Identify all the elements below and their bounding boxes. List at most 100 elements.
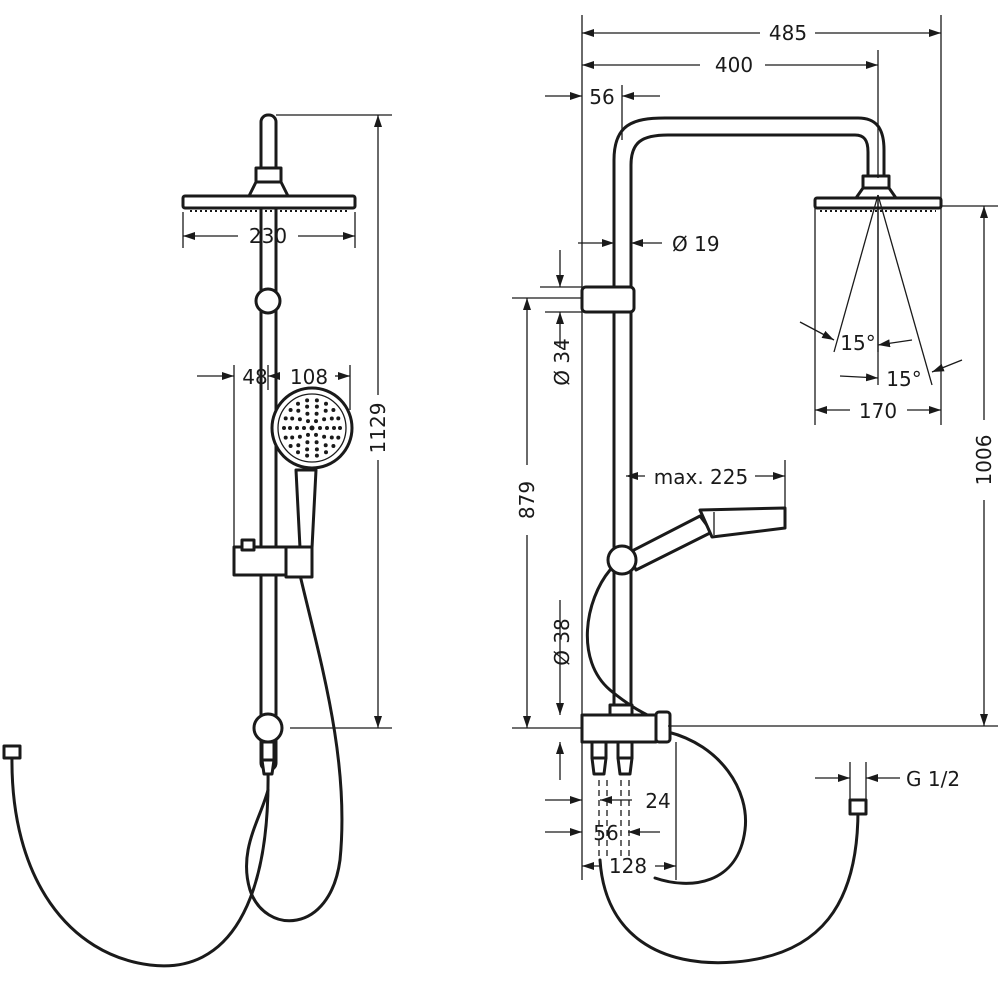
nozzle-dot: [336, 435, 341, 440]
nozzle-dot: [324, 401, 328, 406]
nozzle-dot: [288, 408, 293, 412]
front-hand-shower-handle: [294, 468, 318, 550]
nozzle-dot: [305, 404, 310, 409]
nozzle-dot: [331, 408, 336, 412]
nozzle-dot: [306, 432, 310, 437]
nozzle-dot: [325, 426, 329, 430]
side-upper-holder: [580, 285, 636, 314]
side-shower-hose: [653, 730, 748, 885]
front-hose-end-fitting: [2, 744, 22, 760]
front-rain-shower-head: [181, 194, 357, 210]
nozzle-dot: [305, 440, 310, 445]
side-mixer-knob: [654, 710, 672, 744]
nozzle-dot: [305, 447, 310, 452]
front-holder-clip: [240, 538, 256, 552]
side-dim-56-top: 56: [589, 85, 614, 109]
side-connector-right: [616, 740, 634, 760]
front-dim-1129: 1129: [366, 403, 390, 454]
nozzle-dot: [302, 426, 306, 430]
side-dim-485: 485: [769, 21, 807, 45]
side-hose-end-fitting: [848, 798, 868, 816]
side-riser-and-arm: [612, 116, 886, 714]
nozzle-dot: [314, 411, 319, 416]
front-dim-108: 108: [290, 365, 328, 389]
side-dim-pipe-diameter: Ø 19: [672, 232, 720, 256]
side-hand-shower-hose: [585, 568, 670, 727]
side-hand-shower-head: [698, 506, 787, 539]
nozzle-dot: [314, 453, 319, 458]
nozzle-dot: [295, 426, 299, 430]
front-hand-shower-face: [277, 393, 347, 463]
nozzle-dot: [322, 434, 327, 439]
side-dim-56-bottom: 56: [593, 821, 618, 845]
nozzle-dot: [305, 398, 310, 403]
side-mixer-top: [608, 703, 634, 717]
side-hand-shower-handle: [626, 514, 714, 572]
nozzle-dot: [305, 411, 310, 416]
nozzle-dot: [329, 435, 334, 440]
side-dim-spray-angle-2: 15°: [886, 367, 921, 391]
side-dim-holder-diameter: Ø 34: [550, 338, 574, 386]
nozzle-dot: [290, 416, 295, 421]
side-head-connector: [861, 174, 891, 190]
nozzle-dot: [322, 417, 327, 422]
nozzle-dot: [297, 434, 302, 439]
front-hand-shower-nozzles: [282, 398, 342, 458]
side-dim-spray-angle-1: 15°: [840, 331, 875, 355]
nozzle-dot: [296, 408, 301, 413]
side-slider-knob: [606, 544, 638, 576]
nozzle-dot: [296, 443, 301, 448]
side-view: 485 400 56 Ø 19 Ø 34 879 15° 15°: [512, 15, 998, 965]
nozzle-dot: [282, 426, 286, 430]
nozzle-dot: [283, 416, 288, 421]
front-mixer-knob: [252, 712, 284, 744]
nozzle-dot: [332, 426, 336, 430]
side-dim-thread: G 1/2: [906, 767, 960, 791]
side-dim-400: 400: [715, 53, 753, 77]
side-dim-mixer-diameter: Ø 38: [550, 618, 574, 666]
nozzle-dot: [318, 426, 322, 430]
nozzle-dot: [296, 450, 300, 455]
nozzle-dot: [314, 404, 319, 409]
front-holder-cup: [284, 545, 314, 579]
nozzle-dot: [314, 447, 319, 452]
side-dim-128: 128: [609, 854, 647, 878]
nozzle-dot: [331, 444, 336, 448]
nozzle-dot: [288, 444, 293, 448]
nozzle-dot: [305, 453, 310, 458]
side-connector-left: [590, 740, 608, 760]
nozzle-dot: [323, 408, 328, 413]
nozzle-dot: [306, 419, 310, 424]
nozzle-dot: [283, 435, 288, 440]
side-dim-1006: 1006: [972, 435, 996, 486]
nozzle-dot: [324, 450, 328, 455]
nozzle-dot: [288, 426, 292, 430]
front-hose-nut: [260, 758, 276, 776]
nozzle-dot: [329, 416, 334, 421]
nozzle-dot: [297, 417, 302, 422]
front-dim-48: 48: [242, 365, 267, 389]
side-riser-and-arm-inner: [629, 133, 870, 714]
front-hand-shower-hose: [245, 573, 344, 923]
front-head-connector: [254, 166, 283, 184]
nozzle-dot: [336, 416, 341, 421]
nozzle-dot: [314, 432, 318, 437]
nozzle-dot: [323, 443, 328, 448]
nozzle-dot: [338, 426, 342, 430]
side-dim-170: 170: [859, 399, 897, 423]
front-dim-230: 230: [249, 224, 287, 248]
side-dim-max-225: max. 225: [654, 465, 748, 489]
side-hose-loop-bottom: [598, 808, 860, 965]
front-view: 230 48 108 1129: [2, 113, 392, 968]
side-dim-879: 879: [515, 481, 539, 519]
nozzle-dot: [314, 440, 319, 445]
nozzle-dot: [309, 425, 315, 431]
side-dim-24: 24: [645, 789, 670, 813]
nozzle-dot: [296, 401, 300, 406]
front-slider-knob: [254, 287, 282, 315]
front-mixer-outlet: [260, 740, 276, 762]
front-head-neck: [247, 180, 290, 198]
nozzle-dot: [290, 435, 295, 440]
front-shower-hose: [10, 753, 270, 968]
